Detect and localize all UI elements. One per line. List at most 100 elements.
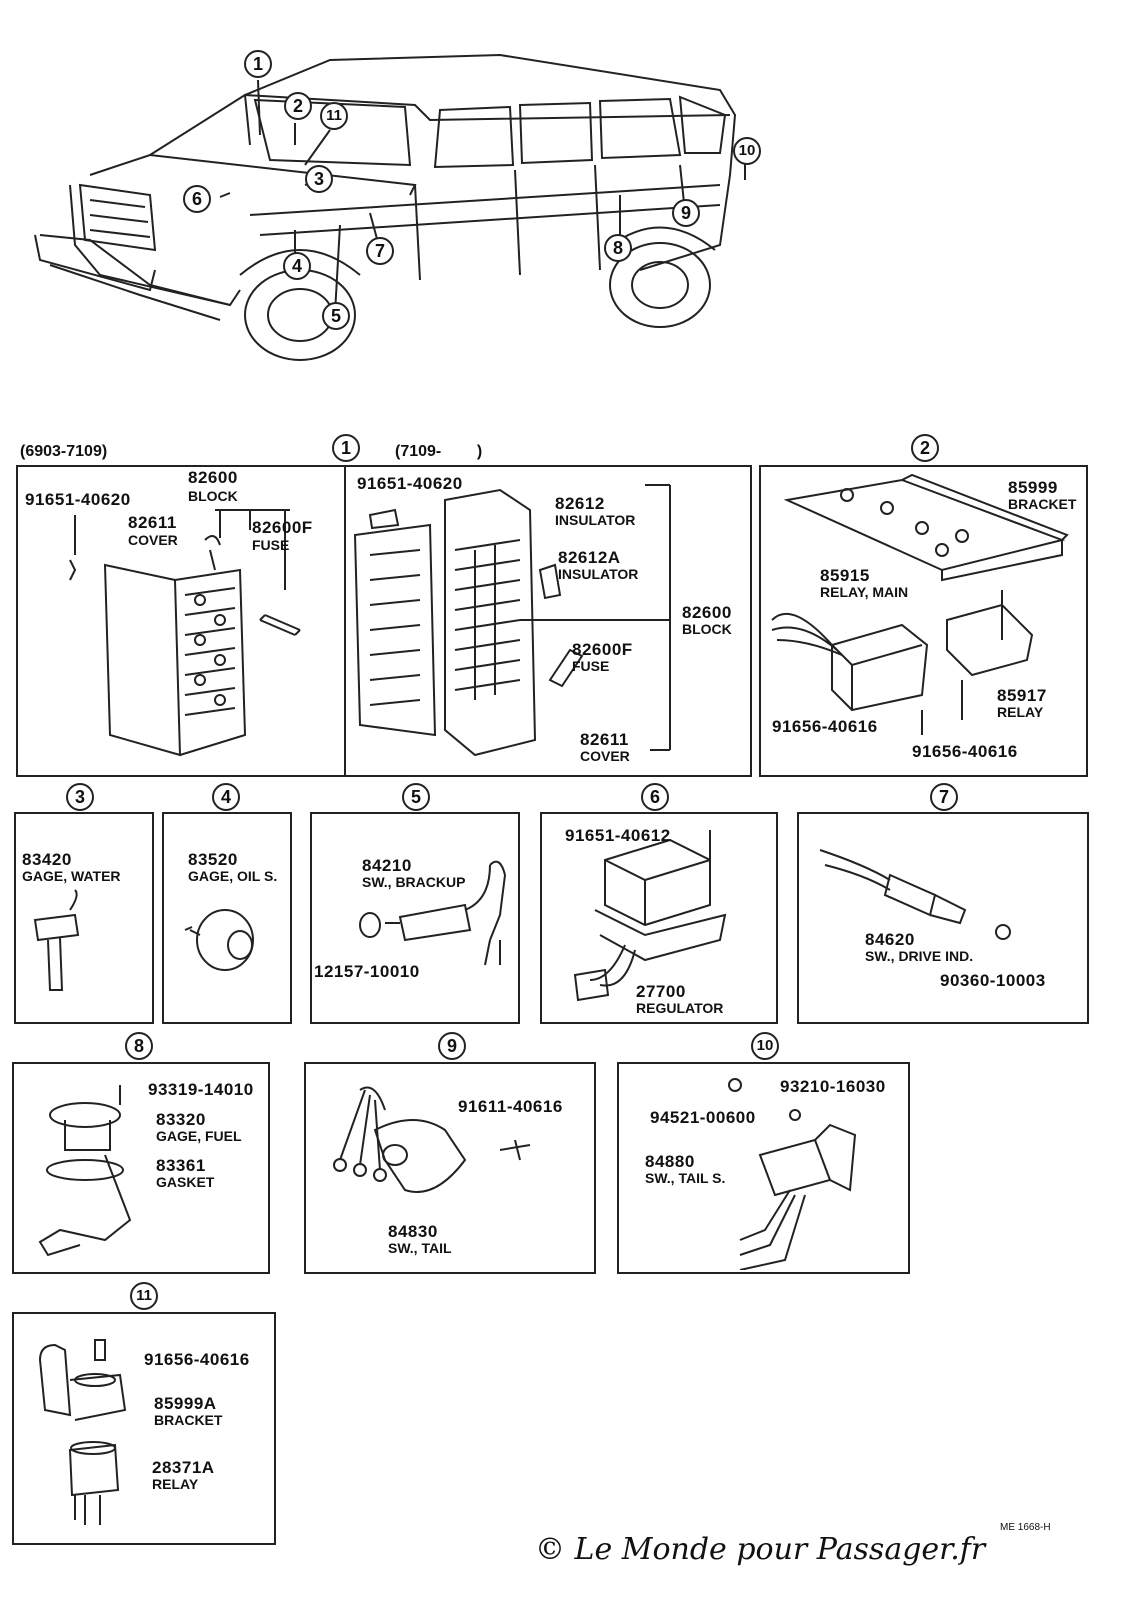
section-2-box	[759, 465, 1088, 777]
s1-right-part-no: 82612A	[558, 548, 621, 567]
section-1-box	[16, 465, 752, 777]
watermark: © Le Monde pour Passager.fr	[535, 1532, 986, 1567]
callout-10: 10	[733, 137, 761, 165]
section-1-number: 1	[332, 434, 360, 462]
s1-left-part-no: 82600	[188, 468, 238, 487]
s1-left-part-name: COVER	[128, 532, 178, 548]
voltage-regulator-illustration	[573, 830, 727, 1002]
s5-part-no: 12157-10010	[314, 962, 420, 981]
s2-part-no: 85917	[997, 686, 1047, 705]
section-1-right-range: (7109- )	[395, 443, 483, 460]
oil-pressure-gage-illustration	[184, 909, 254, 971]
s1-right-part-no: 82600	[682, 603, 732, 622]
vehicle-overview-illustration	[34, 53, 746, 361]
s1-right-part-name: BLOCK	[682, 621, 732, 637]
s2-part-name: BRACKET	[1008, 496, 1077, 512]
s7-part-name: SW., DRIVE IND.	[865, 948, 974, 964]
s1-right-part-no: 82600F	[572, 640, 633, 659]
s4-part-no: 83520	[188, 850, 238, 869]
s6-part-no: 27700	[636, 982, 686, 1001]
section-5-number: 5	[402, 783, 430, 811]
callout-8: 8	[604, 234, 632, 262]
s1-right-part-name: FUSE	[572, 658, 610, 674]
callout-2: 2	[284, 92, 312, 120]
s11-part-no: 28371A	[152, 1458, 215, 1477]
section-6-number: 6	[641, 783, 669, 811]
s2-part-no: 85999	[1008, 478, 1058, 497]
callout-6: 6	[183, 185, 211, 213]
s1-right-part-name: INSULATOR	[558, 566, 639, 582]
backup-switch-illustration	[359, 860, 507, 966]
section-11-box	[12, 1312, 276, 1545]
s9-part-no: 84830	[388, 1222, 438, 1241]
section-4-box	[162, 812, 292, 1024]
tail-switch-illustration	[333, 1086, 531, 1193]
section-8-box	[12, 1062, 270, 1274]
s1-right-part-no: 82612	[555, 494, 605, 513]
s1-left-part-no: 91651-40620	[25, 490, 131, 509]
s10-part-no: 93210-16030	[780, 1077, 886, 1096]
s2-part-name: RELAY	[997, 704, 1044, 720]
section-4-number: 4	[212, 783, 240, 811]
s11-part-name: RELAY	[152, 1476, 199, 1492]
s2-part-no: 91656-40616	[772, 717, 878, 736]
drive-indicator-switch-illustration	[819, 849, 1011, 940]
callout-7: 7	[366, 237, 394, 265]
s8-part-no: 93319-14010	[148, 1080, 254, 1099]
section-7-number: 7	[930, 783, 958, 811]
section-6-box	[540, 812, 778, 1024]
relay-bracket-small-illustration	[38, 1339, 127, 1525]
callout-5: 5	[322, 302, 350, 330]
s3-part-name: GAGE, WATER	[22, 868, 121, 884]
fuse-block-new-illustration	[353, 484, 671, 757]
s1-right-part-no: 82611	[580, 730, 629, 749]
callout-3: 3	[305, 165, 333, 193]
s1-right-part-name: INSULATOR	[555, 512, 636, 528]
s1-right-part-name: COVER	[580, 748, 630, 764]
s4-part-name: GAGE, OIL S.	[188, 868, 278, 884]
s9-part-name: SW., TAIL	[388, 1240, 452, 1256]
s3-part-no: 83420	[22, 850, 72, 869]
fuel-gage-sender-illustration	[38, 1085, 132, 1257]
s11-part-name: BRACKET	[154, 1412, 223, 1428]
s10-part-name: SW., TAIL S.	[645, 1170, 726, 1186]
section-10-number: 10	[751, 1032, 779, 1060]
tail-stop-switch-illustration	[728, 1078, 857, 1270]
s8-part-no: 83361	[156, 1156, 206, 1175]
s5-part-name: SW., BRACKUP	[362, 874, 466, 890]
callout-9: 9	[672, 199, 700, 227]
fuse-block-old-illustration	[69, 509, 301, 757]
section-9-box	[304, 1062, 596, 1274]
callout-1: 1	[244, 50, 272, 78]
s1-left-part-no: 82600F	[252, 518, 313, 537]
s8-part-name: GAGE, FUEL	[156, 1128, 242, 1144]
section-1-left-range: (6903-7109)	[20, 443, 108, 460]
s5-part-no: 84210	[362, 856, 412, 875]
s1-right-part-no: 91651-40620	[357, 474, 463, 493]
s1-left-part-no: 82611	[128, 513, 177, 532]
section-5-box	[310, 812, 520, 1024]
diagram-code: ME 1668-H	[1000, 1522, 1051, 1533]
section-2-number: 2	[911, 434, 939, 462]
s2-part-name: RELAY, MAIN	[820, 584, 909, 600]
s10-part-no: 94521-00600	[650, 1108, 756, 1127]
section-10-box	[617, 1062, 910, 1274]
s1-left-part-name: FUSE	[252, 537, 290, 553]
s8-part-name: GASKET	[156, 1174, 215, 1190]
s11-part-no: 91656-40616	[144, 1350, 250, 1369]
section-3-box	[14, 812, 154, 1024]
callout-4: 4	[283, 252, 311, 280]
s1-left-part-name: BLOCK	[188, 488, 238, 504]
s8-part-no: 83320	[156, 1110, 206, 1129]
section-3-number: 3	[66, 783, 94, 811]
s2-part-no: 91656-40616	[912, 742, 1018, 761]
s10-part-no: 84880	[645, 1152, 695, 1171]
section-8-number: 8	[125, 1032, 153, 1060]
s2-part-no: 85915	[820, 566, 870, 585]
callout-11: 11	[320, 102, 348, 130]
relay-bracket-illustration	[771, 473, 1069, 735]
section-7-box	[797, 812, 1089, 1024]
s9-part-no: 91611-40616	[458, 1097, 563, 1116]
s7-part-no: 84620	[865, 930, 915, 949]
s7-part-no: 90360-10003	[940, 971, 1046, 990]
